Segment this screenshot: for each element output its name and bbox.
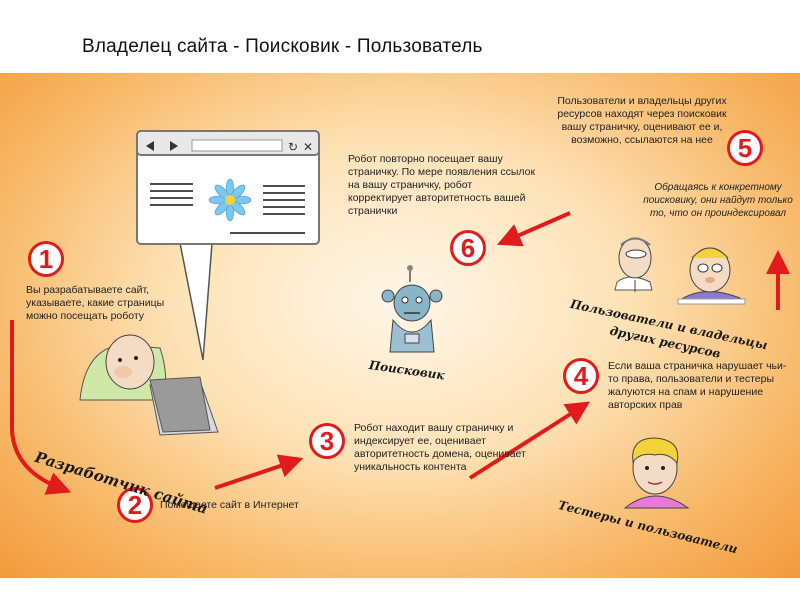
step-4-badge: 4 (563, 358, 599, 394)
step-3-text: Робот находит вашу страничку и индексиру… (354, 422, 526, 473)
step-2-badge: 2 (117, 487, 153, 523)
tester-icon (623, 437, 690, 509)
step-3-badge: 3 (309, 423, 345, 459)
browser-window-icon: ↻ ✕ (136, 130, 320, 361)
robot-icon (381, 265, 443, 353)
svg-text:✕: ✕ (303, 140, 313, 154)
step-5-badge: 5 (727, 130, 763, 166)
step-6-badge: 6 (450, 230, 486, 266)
step-4-text: Если ваша страничка нарушает чьи-то прав… (608, 360, 787, 411)
users-icon (614, 237, 746, 305)
svg-text:↻: ↻ (288, 140, 298, 154)
developer-icon (79, 334, 219, 436)
step-2-text: Помещаете сайт в Интернет (160, 499, 299, 511)
search-note: Обращаясь к конкретному поисковику, они … (643, 182, 793, 219)
step-6-text: Робот повторно посещает вашу страничку. … (348, 153, 536, 217)
step-1-text: Вы разрабатываете сайт, указываете, каки… (26, 284, 165, 322)
flower-icon (208, 178, 252, 222)
arrow-icon (10, 211, 790, 495)
step-1-badge: 1 (28, 241, 64, 277)
step-5-text: Пользователи и владельцы других ресурсов… (557, 95, 727, 146)
page-title: Владелец сайта - Поисковик - Пользовател… (82, 36, 483, 57)
